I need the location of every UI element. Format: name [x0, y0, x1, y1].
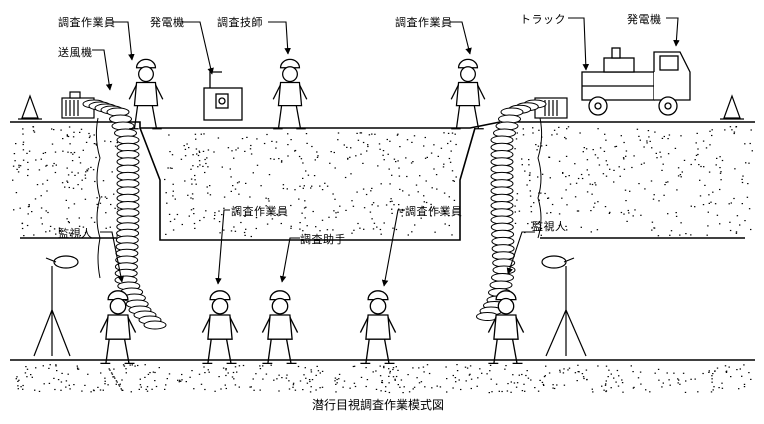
label-blower: 送風機 [58, 46, 93, 59]
label-surveyor-top-left: 調査作業員 [58, 16, 116, 29]
label-assistant: 調査助手 [300, 233, 346, 246]
soil-upper-right [500, 126, 753, 237]
traffic-cone-left-icon [18, 94, 42, 120]
air-duct-left [82, 99, 167, 330]
label-monitor-right: 監視人 [532, 220, 567, 233]
ground-surface [10, 121, 755, 361]
air-duct-right [476, 99, 547, 321]
soil-floor [15, 364, 752, 394]
label-surveyor-inner-1: 調査作業員 [231, 205, 289, 218]
figure-caption: 潜行目視調査作業模式図 [312, 398, 445, 412]
traffic-cone-right-icon [720, 94, 744, 120]
label-monitor-left: 監視人 [58, 227, 93, 240]
label-surveyor-inner-2: 調査作業員 [405, 205, 463, 218]
soil-upper-middle [164, 132, 457, 238]
label-generator-truck: 発電機 [627, 13, 662, 26]
monitor-lamp-right-icon [541, 255, 587, 357]
label-surveyor-top-right: 調査作業員 [395, 16, 453, 29]
monitor-lamp-left-icon [33, 255, 79, 357]
cable-lines [95, 117, 543, 279]
label-engineer: 調査技師 [217, 16, 263, 29]
worker-figures [99, 58, 525, 365]
callout-arrows [92, 17, 680, 287]
truck-icon [581, 47, 691, 116]
generator-icon [203, 71, 243, 121]
soil-upper-left [12, 126, 134, 237]
label-truck: トラック [520, 13, 566, 26]
label-generator-top-left: 発電機 [150, 16, 185, 29]
